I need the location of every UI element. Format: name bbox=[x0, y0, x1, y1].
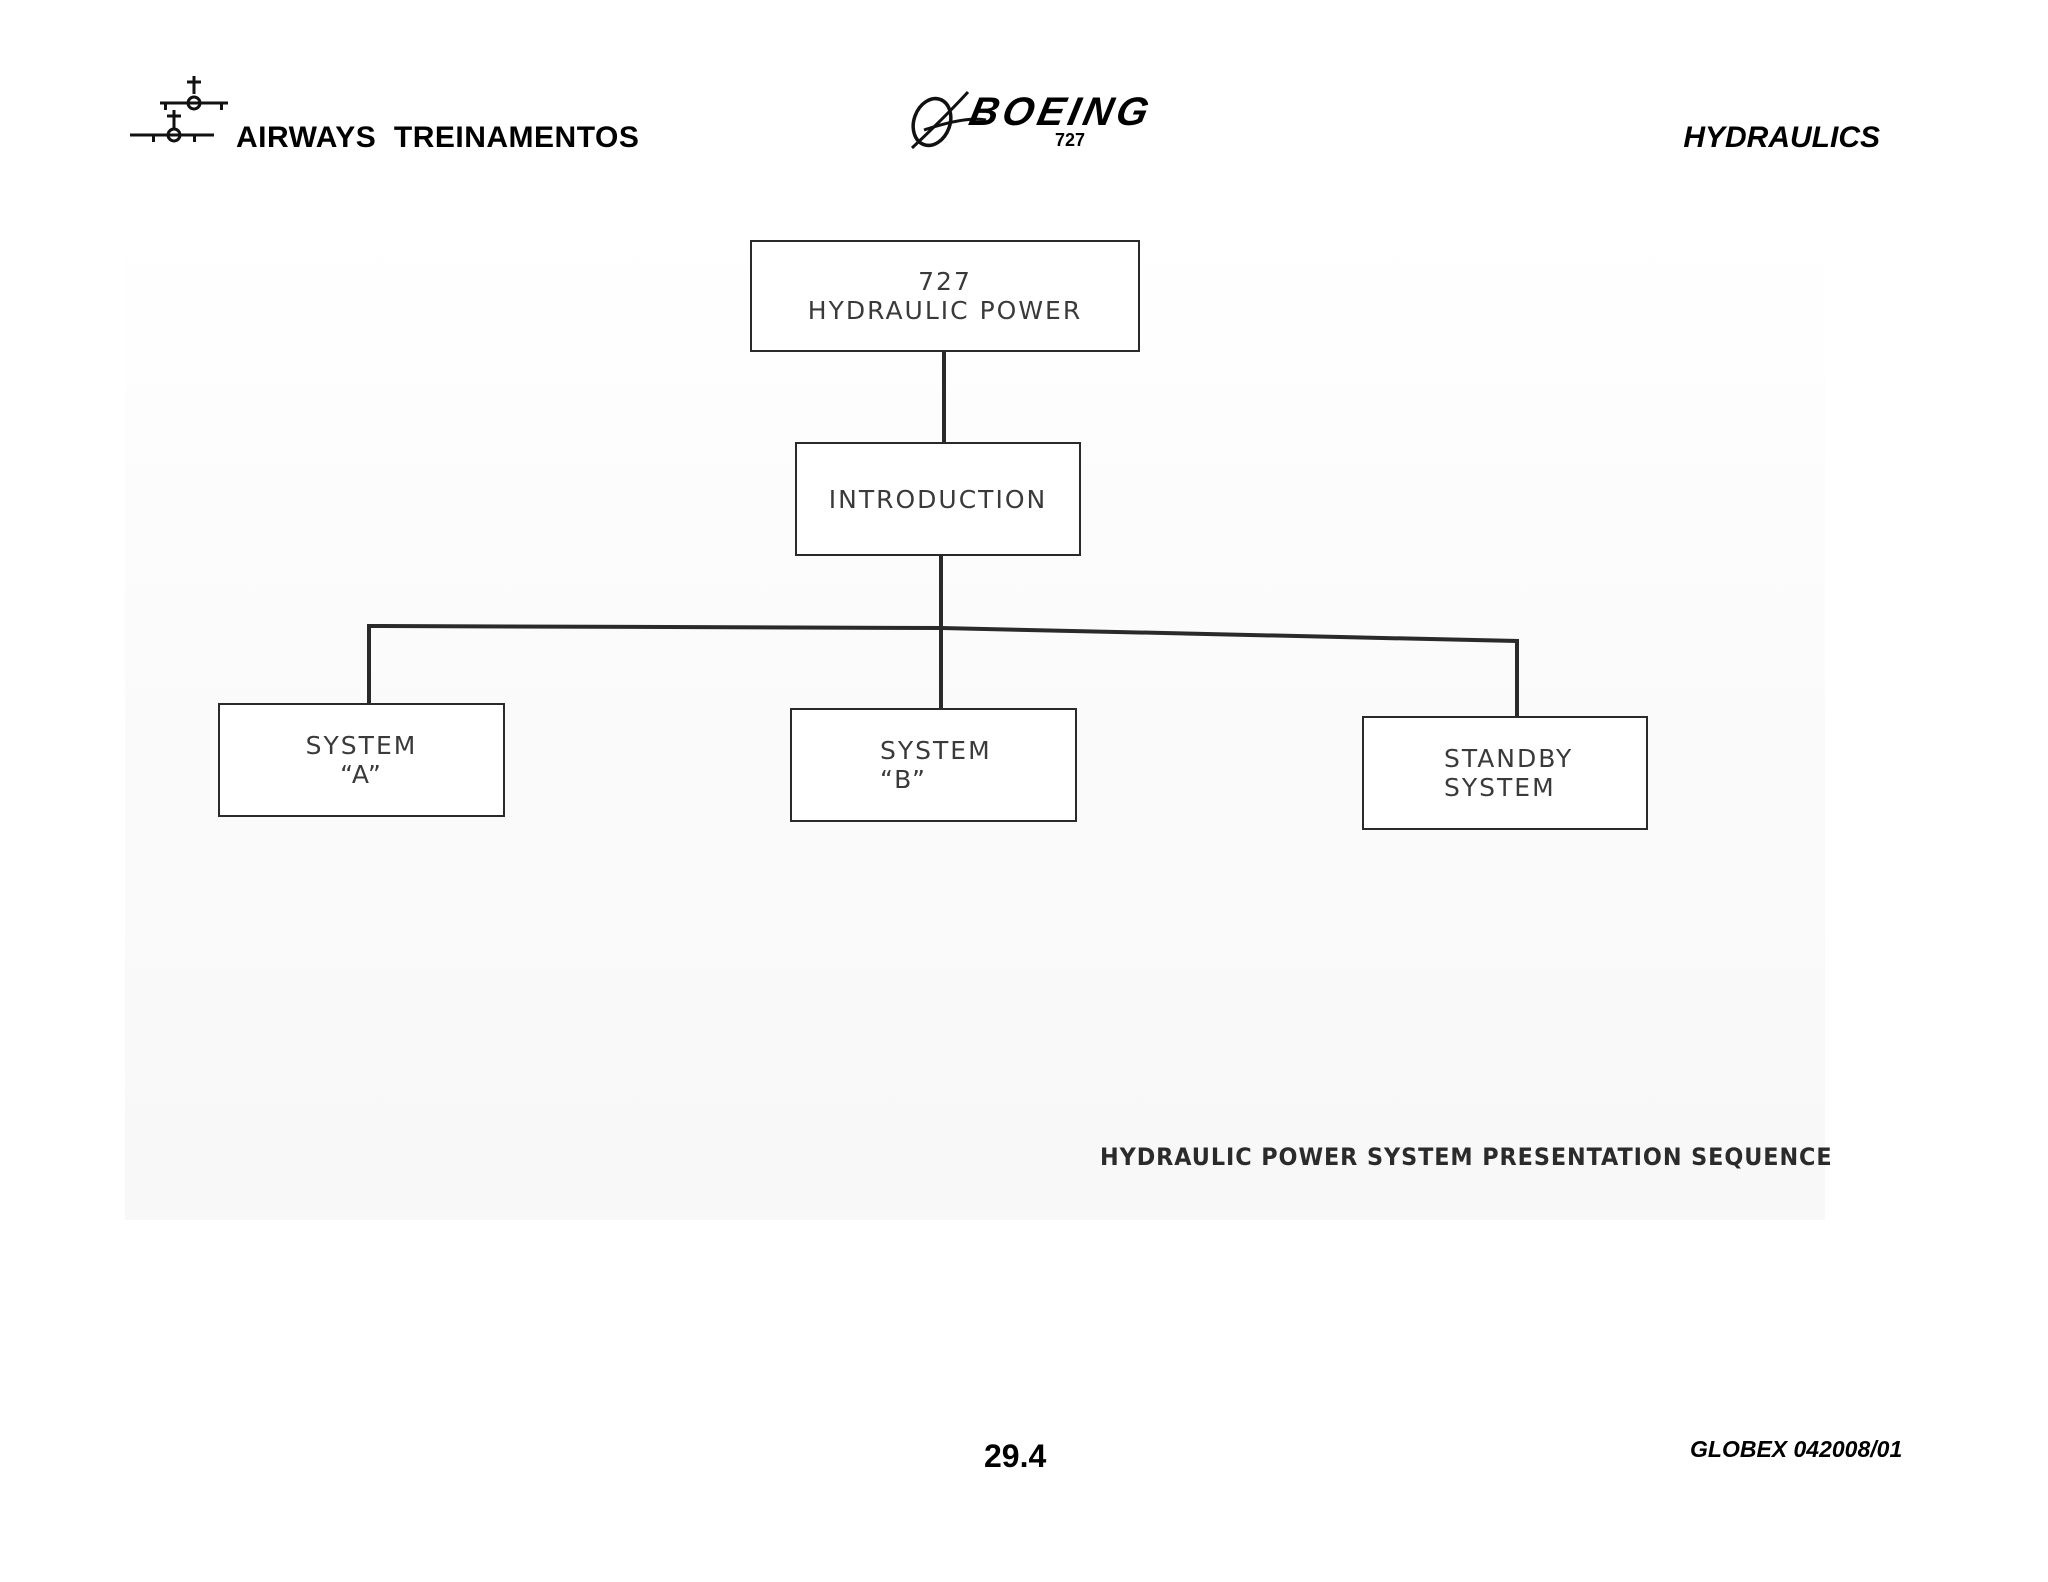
airplane-icon bbox=[130, 76, 228, 143]
node-label-line: SYSTEM bbox=[305, 731, 418, 760]
figure-caption: HYDRAULIC POWER SYSTEM PRESENTATION SEQU… bbox=[1100, 1143, 1833, 1171]
node-label-line: “B” bbox=[880, 765, 927, 794]
node-label-line: “A” bbox=[340, 760, 383, 789]
aircraft-model: 727 bbox=[1055, 130, 1086, 150]
node-label-line: INTRODUCTION bbox=[828, 484, 1048, 514]
section-title: HYDRAULICS bbox=[1683, 121, 1880, 154]
brand-name: AIRWAYS TREINAMENTOS bbox=[236, 121, 640, 154]
node-hydraulic-power: 727 HYDRAULIC POWER bbox=[750, 240, 1140, 352]
node-label-line: HYDRAULIC POWER bbox=[807, 296, 1083, 325]
node-label-line: SYSTEM bbox=[1444, 773, 1556, 802]
node-label-line: SYSTEM bbox=[880, 736, 992, 765]
page-number: 29.4 bbox=[984, 1438, 1047, 1474]
node-introduction: INTRODUCTION bbox=[795, 442, 1081, 556]
node-standby-system: STANDBY SYSTEM bbox=[1362, 716, 1648, 830]
node-system-b: SYSTEM “B” bbox=[790, 708, 1077, 822]
node-label-line: STANDBY bbox=[1444, 744, 1574, 773]
connector-bus bbox=[367, 623, 1519, 716]
node-system-a: SYSTEM “A” bbox=[218, 703, 505, 817]
document-code: GLOBEX 042008/01 bbox=[1690, 1436, 1903, 1462]
node-label-line: 727 bbox=[918, 267, 972, 296]
boeing-symbol-icon bbox=[910, 90, 987, 150]
